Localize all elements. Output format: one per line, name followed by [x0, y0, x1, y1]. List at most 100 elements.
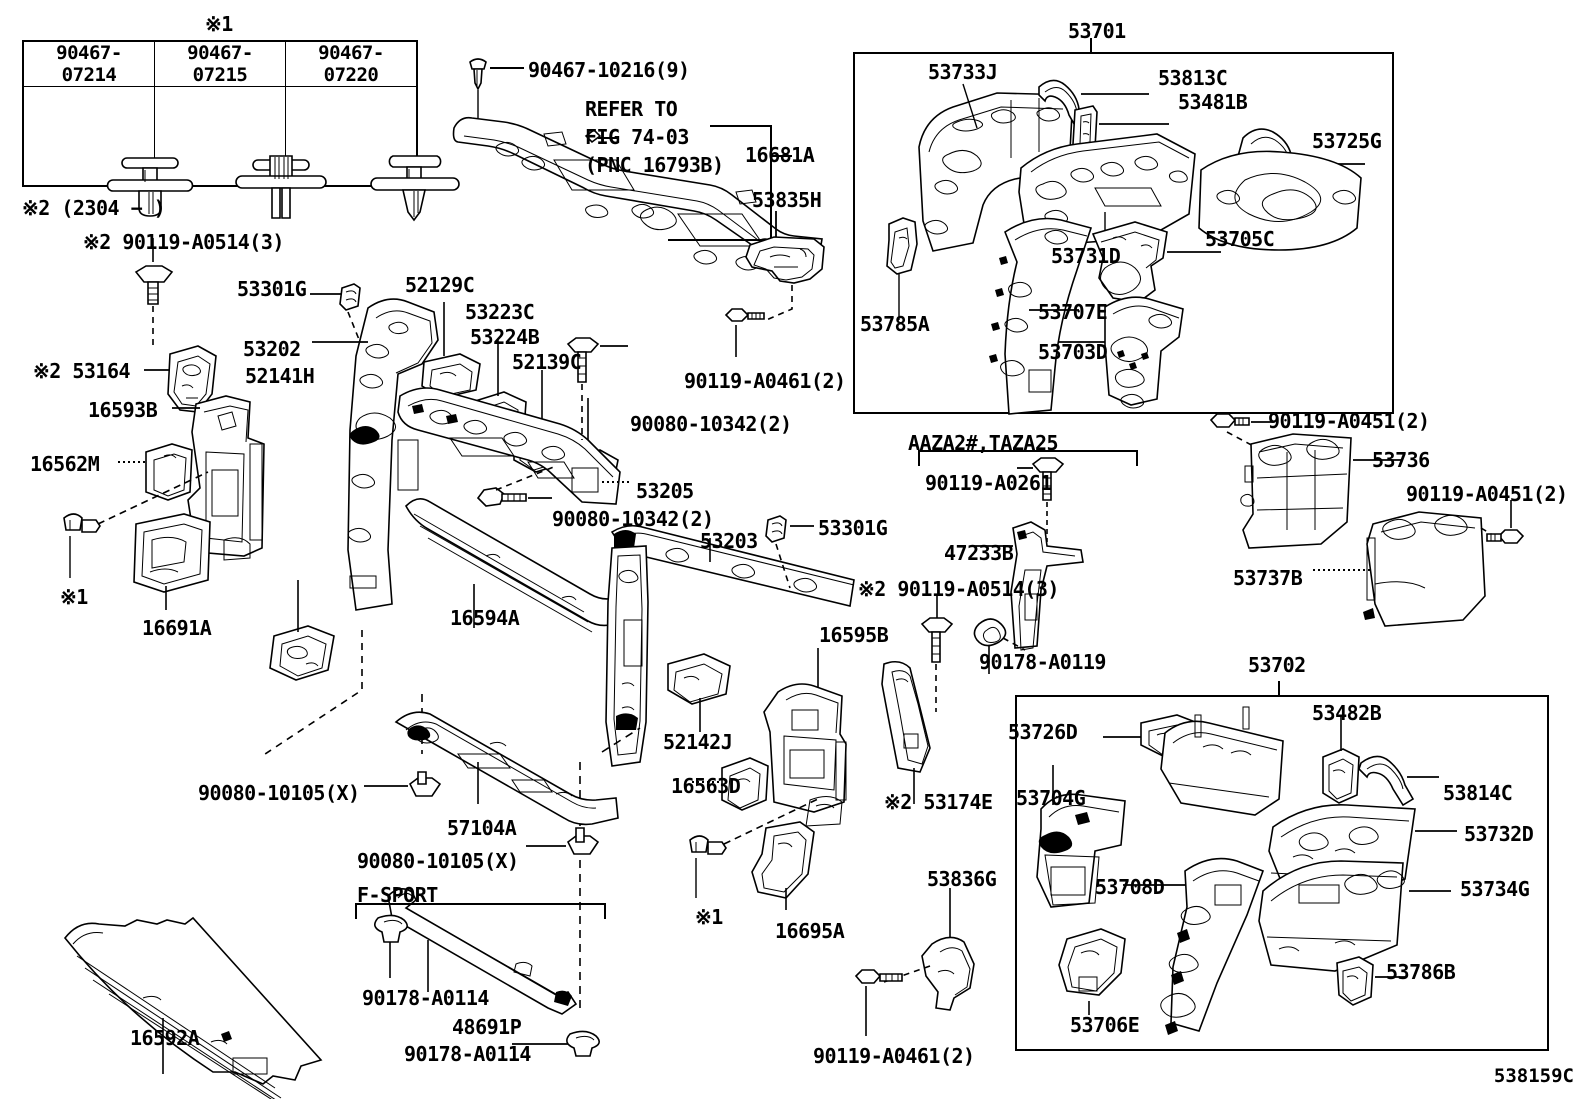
part-label: 53301G — [237, 277, 307, 301]
group-53702-leader — [1278, 681, 1280, 695]
part-label: 90178-A0114 — [362, 986, 489, 1010]
part-label: 53203 — [700, 529, 758, 553]
part-label: 90119-A0451(2) — [1406, 482, 1568, 506]
part-label: 52142J — [663, 730, 733, 754]
part-label: ※2 90119-A0514(3) — [83, 230, 284, 254]
part-label: REFER TO — [585, 97, 678, 121]
push-clip-tapered-icon — [370, 155, 460, 222]
part-label: 53836G — [927, 867, 997, 891]
refer-bracket-right — [770, 125, 772, 241]
refer-bracket-bottom — [668, 239, 772, 241]
grommet-90178-a0114-upper-art — [374, 914, 408, 943]
part-label: 52129C — [405, 273, 475, 297]
clip-icon-cell-0 — [22, 86, 194, 217]
part-label: 16592A — [130, 1026, 200, 1050]
clip-mark1-left-art — [63, 513, 101, 533]
part-label: 53702 — [1248, 653, 1306, 677]
part-label: 53704G — [1016, 786, 1086, 810]
clip-table-header-2: 90467-07220 — [285, 40, 418, 87]
clip-table-title: ※1 — [205, 12, 233, 36]
part-label: 53301G — [818, 516, 888, 540]
part-label: 90178-A0119 — [979, 650, 1106, 674]
bolt-90080-10105-lower-art — [566, 827, 600, 855]
group-bracket-aaza — [918, 450, 1138, 466]
part-label: 53814C — [1443, 781, 1513, 805]
part-label: 53481B — [1178, 90, 1248, 114]
part-label: (PNC 16793B) — [585, 153, 724, 177]
part-label: 53707E — [1038, 300, 1108, 324]
part-label: 52141H — [245, 364, 315, 388]
part-label: ※1 — [695, 905, 723, 929]
part-label: FIG 74-03 — [585, 125, 689, 149]
part-label: 53733J — [928, 60, 998, 84]
clip-53301g-upper-art — [339, 283, 361, 311]
part-label: 53205 — [636, 479, 694, 503]
grommet-90178-a0114-lower-art — [566, 1030, 600, 1057]
refer-bracket-stub — [770, 155, 792, 157]
group-53701-leader — [1090, 38, 1092, 52]
part-label: 57104A — [447, 816, 517, 840]
diagram-id: 538159C — [1493, 1065, 1574, 1087]
part-label: 53734G — [1460, 877, 1530, 901]
liners-art — [1209, 413, 1525, 627]
group-aaza-art — [971, 457, 1084, 674]
part-label: F-SPORT — [357, 883, 438, 907]
part-label: 53813C — [1158, 66, 1228, 90]
clip-mark1-lower-art — [689, 835, 727, 855]
part-label: 90178-A0114 — [404, 1042, 531, 1066]
part-label: 90119-A0261 — [925, 471, 1052, 495]
clip-table-header-0: 90467-07214 — [22, 40, 155, 87]
refer-bracket-top — [710, 125, 772, 127]
part-label: 53786B — [1386, 960, 1456, 984]
under-cover-assembly-art — [452, 58, 823, 271]
bolt-90119-a0261-art — [1031, 457, 1065, 501]
part-label: 90080-10342(2) — [552, 507, 714, 531]
bolt-90119-a0451-lower-art — [1486, 529, 1525, 544]
part-label: 90119-A0451(2) — [1268, 409, 1430, 433]
bolt-90119-a0514-art — [134, 265, 174, 305]
part-label: 16695A — [775, 919, 845, 943]
left-column-art — [63, 238, 265, 610]
part-label: 53732D — [1464, 822, 1534, 846]
part-label: 53708D — [1095, 875, 1165, 899]
group-bracket-fsport — [355, 903, 606, 919]
part-label: 16593B — [88, 398, 158, 422]
center-apron-art — [261, 283, 855, 767]
grommet-90178-a0119-art — [973, 618, 1007, 647]
part-label: 48691P — [452, 1015, 522, 1039]
lower-left-art — [364, 694, 641, 1057]
bolt-90119-a0461-lower-art — [854, 969, 903, 984]
part-label: 53482B — [1312, 701, 1382, 725]
part-label: 90467-10216(9) — [528, 58, 690, 82]
part-label: ※2 53164 — [33, 359, 131, 383]
group-box-53702 — [1015, 695, 1549, 1051]
clip-90467-10216-art — [469, 58, 487, 91]
part-label: 16563D — [671, 774, 741, 798]
group-53702-art — [1036, 706, 1457, 1035]
part-label: 53731D — [1051, 244, 1121, 268]
bolt-90119-a0514-right-art — [920, 617, 954, 663]
part-label: 90119-A0461(2) — [684, 369, 846, 393]
part-53835h-art — [724, 211, 825, 357]
part-label: 53224B — [470, 325, 540, 349]
push-clip-split-icon — [235, 155, 327, 219]
part-label: 53736 — [1372, 448, 1430, 472]
part-label: ※2 90119-A0514(3) — [858, 577, 1059, 601]
part-label: 52139C — [512, 350, 582, 374]
part-label: 53737B — [1233, 566, 1303, 590]
clip-icon-cell-1 — [154, 86, 327, 219]
part-label: 90080-10342(2) — [630, 412, 792, 436]
bolt-90080-10105-upper-art — [408, 771, 442, 797]
part-label: 16594A — [450, 606, 520, 630]
part-label: 53223C — [465, 300, 535, 324]
part-label: 90080-10105(X) — [357, 849, 519, 873]
part-label: 47233B — [944, 541, 1014, 565]
bolt-90119-a0451-upper-art — [1209, 413, 1250, 428]
group-53701-art — [886, 79, 1365, 415]
part-label: 53705C — [1205, 227, 1275, 251]
part-label: 16691A — [142, 616, 212, 640]
part-label: ※2 (2304 − ) — [22, 196, 166, 220]
group-box-53701 — [853, 52, 1394, 414]
part-label: 53703D — [1038, 340, 1108, 364]
